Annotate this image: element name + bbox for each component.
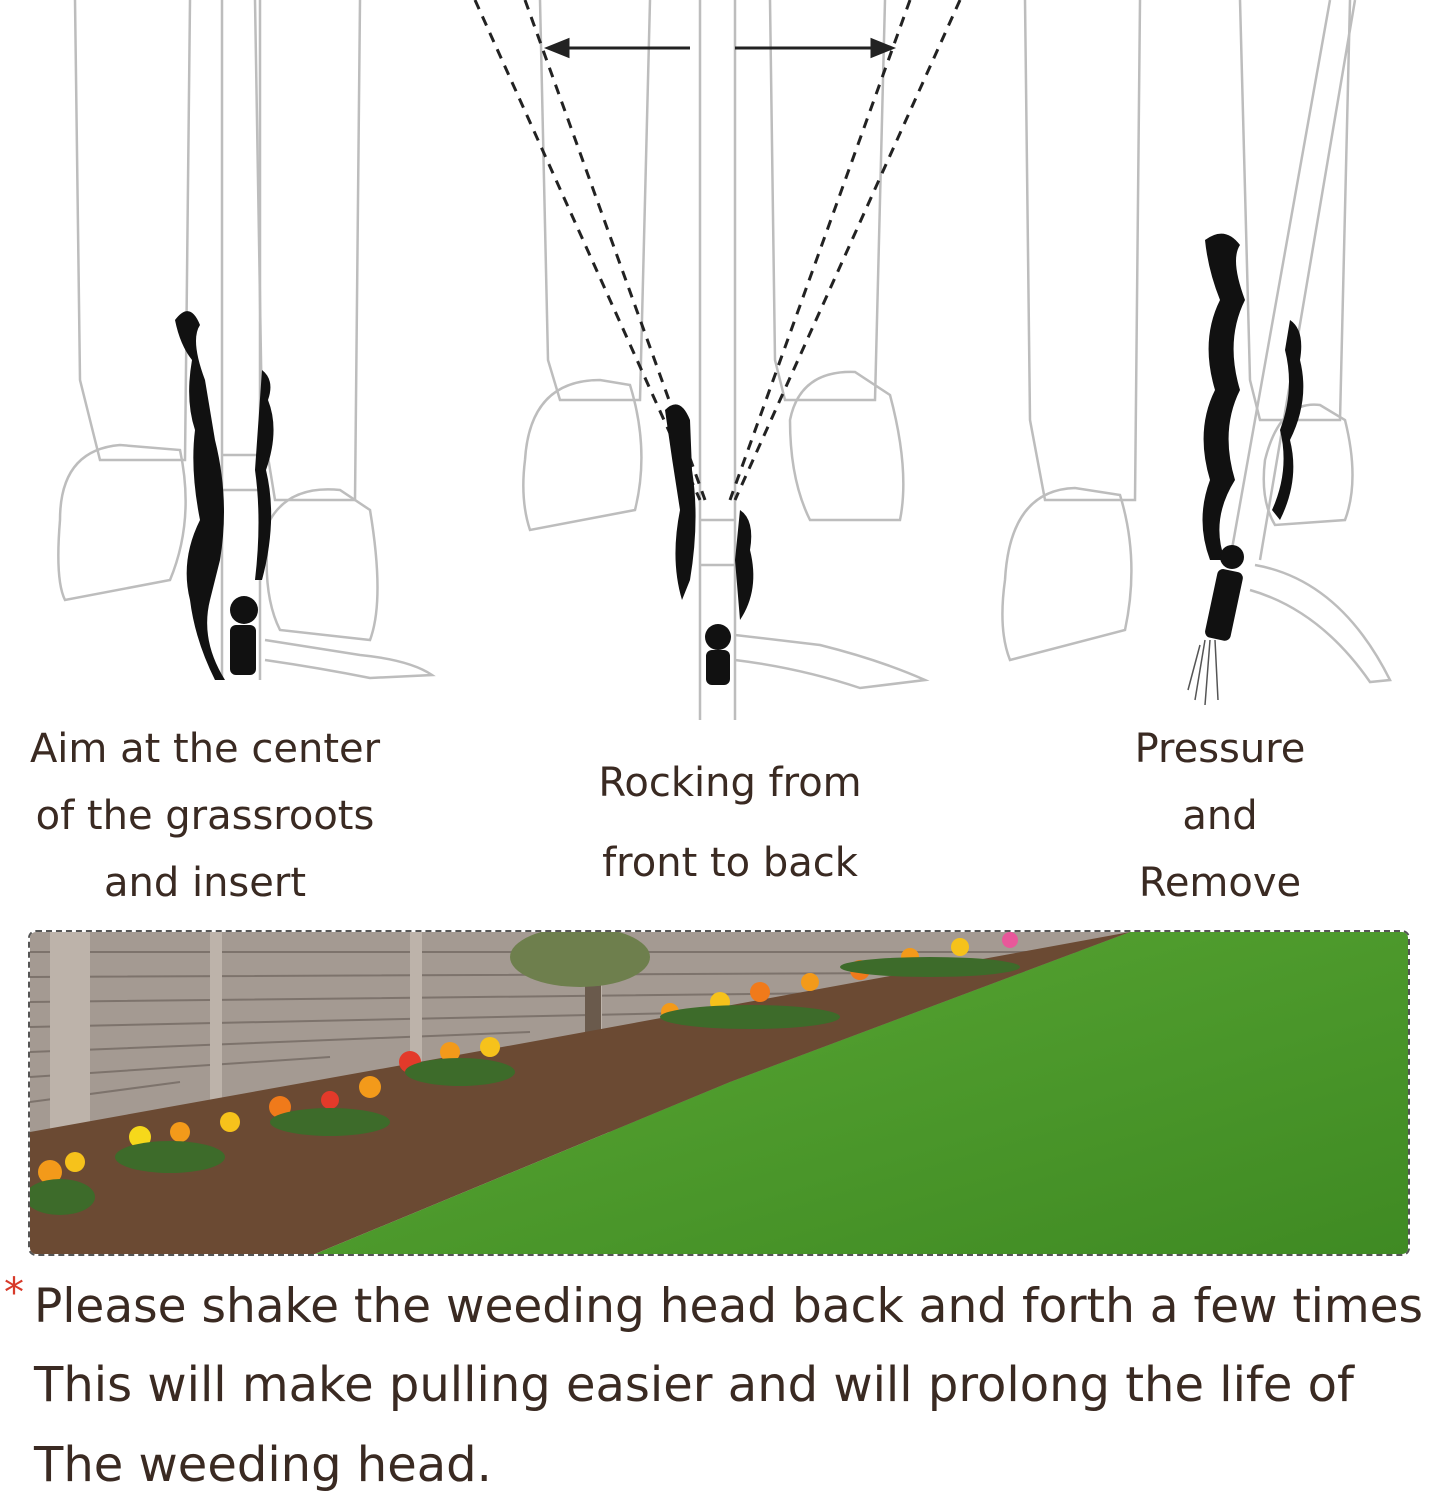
tree-foliage bbox=[510, 932, 650, 987]
step1-left-shoe bbox=[57, 443, 187, 602]
step3-tool-shaft bbox=[1228, 0, 1357, 561]
step2-tool-head bbox=[705, 624, 731, 650]
step1-tool-head bbox=[230, 596, 258, 624]
step1-tool-shaft bbox=[220, 0, 262, 680]
step2-right-shoe bbox=[788, 370, 905, 522]
flower-bed-soil bbox=[30, 932, 1130, 1254]
garden-photo bbox=[28, 930, 1410, 1256]
step1-pedal bbox=[264, 638, 436, 680]
step1-caption-line-2: of the grassroots bbox=[35, 793, 375, 839]
step3-caption: Pressure and Remove bbox=[1100, 716, 1340, 917]
step1-caption: Aim at the center of the grassroots and … bbox=[20, 716, 390, 917]
pulled-roots bbox=[1187, 639, 1219, 706]
tip-line-1: Please shake the weeding head back and f… bbox=[34, 1279, 1424, 1334]
step3-caption-line-3: Remove bbox=[1138, 860, 1302, 906]
step2-left-shoe bbox=[522, 378, 643, 532]
step1-caption-line-3: and insert bbox=[103, 860, 306, 906]
rocking-guide-lines bbox=[473, 0, 962, 501]
step1-right-shoe bbox=[265, 488, 379, 642]
step1-weed bbox=[175, 311, 225, 680]
step3-pedal bbox=[1249, 563, 1392, 684]
step2-weed bbox=[665, 404, 696, 600]
step3-tool-head bbox=[1220, 545, 1244, 569]
step3-weed bbox=[1202, 233, 1245, 561]
step2-caption-line-1: Rocking from bbox=[598, 760, 862, 806]
flower-foliage bbox=[30, 957, 1020, 1215]
step3-right-leg bbox=[1238, 0, 1352, 422]
step2-tool-shaft bbox=[698, 0, 737, 720]
garden-scene bbox=[30, 932, 1408, 1254]
step3-left-shoe bbox=[1001, 486, 1133, 662]
step1-caption-line-1: Aim at the center bbox=[29, 726, 381, 772]
step3-caption-line-1: Pressure bbox=[1134, 726, 1306, 772]
lawn bbox=[314, 932, 1408, 1254]
step2-pedal bbox=[734, 633, 930, 690]
tip-line-3: The weeding head. bbox=[34, 1437, 492, 1493]
step3-left-leg bbox=[1023, 0, 1142, 502]
step2-left-leg bbox=[538, 0, 652, 402]
step2-right-leg bbox=[768, 0, 887, 402]
tip-line-2: This will make pulling easier and will p… bbox=[34, 1357, 1354, 1413]
rocking-arrow bbox=[543, 37, 897, 59]
step2-caption: Rocking from front to back bbox=[560, 743, 900, 903]
step2-caption-line-2: front to back bbox=[602, 840, 858, 886]
step1-left-leg bbox=[73, 0, 192, 462]
weeding-steps-illustration bbox=[57, 0, 1392, 720]
step3-caption-line-2: and bbox=[1182, 793, 1258, 839]
tip-asterisk: * bbox=[4, 1270, 24, 1316]
